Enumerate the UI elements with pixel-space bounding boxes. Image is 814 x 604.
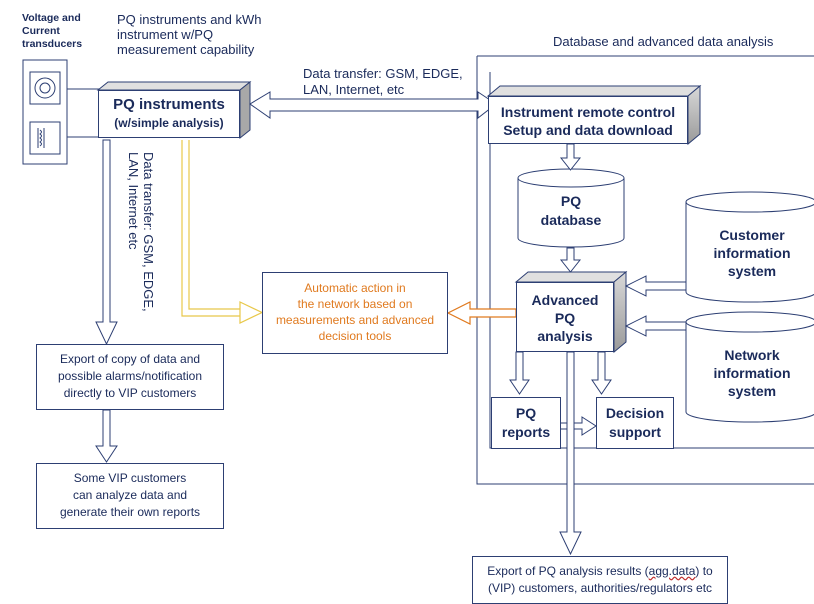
database-section-title: Database and advanced data analysis (553, 34, 774, 49)
pq-reports-line1: PQ (515, 405, 537, 421)
pq-reports-node: PQ reports (491, 397, 561, 449)
customer-info-cylinder (685, 191, 814, 303)
advanced-pq-line1: Advanced (531, 292, 599, 308)
vip-reports-node: Some VIP customers can analyze data and … (36, 463, 224, 529)
customer-info-line1: Customer (719, 227, 785, 243)
arrow-analysis-action (446, 301, 517, 325)
pq-database-line1: PQ (560, 193, 582, 209)
arrow-customer-analysis (624, 275, 687, 297)
arrow-database-analysis (559, 247, 582, 273)
remote-control-node: Instrument remote control Setup and data… (488, 96, 688, 144)
pq-reports-line2: reports (501, 424, 551, 440)
vip-reports-line1: Some VIP customers (73, 471, 187, 485)
network-info-line3: system (727, 383, 777, 399)
network-info-line2: information (713, 365, 791, 381)
decision-support-node: Decision support (596, 397, 674, 449)
arrow-network-analysis (624, 315, 687, 337)
database-section-frame (476, 55, 814, 485)
arrow-analysis-export-results (559, 351, 582, 556)
advanced-pq-node: Advanced PQ analysis (516, 282, 614, 352)
arrow-analysis-reports (509, 351, 530, 395)
vip-reports-line2: can analyze data and (72, 488, 188, 502)
automatic-action-line2: the network based on (297, 297, 413, 311)
remote-control-line2: Setup and data download (503, 122, 673, 138)
transducers-label: Voltage and Current transducers (22, 12, 83, 50)
export-vip-node: Export of copy of data and possible alar… (36, 344, 224, 410)
export-results-line1-a: Export of PQ analysis results ( (487, 564, 649, 578)
network-info-node: Network information system (688, 346, 814, 400)
remote-control-line1: Instrument remote control (500, 104, 676, 120)
network-info-line1: Network (724, 347, 780, 363)
export-results-line1: Export of PQ analysis results (agg.data)… (473, 563, 727, 580)
customer-info-line2: information (713, 245, 791, 261)
network-info-cylinder (685, 311, 814, 423)
pq-database-line2: database (540, 212, 602, 228)
arrow-instruments-action (181, 140, 264, 324)
advanced-pq-line2: PQ (554, 310, 576, 326)
decision-support-line1: Decision (605, 405, 665, 421)
arrow-remote-database (559, 143, 582, 171)
pq-instruments-caption: PQ instruments and kWh instrument w/PQ m… (117, 12, 262, 57)
export-results-line2: (VIP) customers, authorities/regulators … (487, 581, 713, 595)
customer-info-line3: system (727, 263, 777, 279)
export-vip-line2: possible alarms/notification (57, 369, 203, 383)
pq-database-node: PQ database (518, 192, 624, 230)
customer-info-node: Customer information system (688, 226, 814, 280)
pq-instruments-subtitle: (w/simple analysis) (114, 116, 224, 130)
remote-control-3d (486, 84, 702, 146)
transducer-box (22, 59, 100, 165)
automatic-action-line1: Automatic action in (304, 281, 406, 295)
export-results-node: Export of PQ analysis results (agg.data)… (472, 556, 728, 604)
advanced-pq-line3: analysis (537, 328, 593, 344)
pq-instruments-title: PQ instruments (113, 96, 225, 113)
export-results-line1-b: agg.data (648, 564, 696, 578)
automatic-action-line4: decision tools (318, 329, 392, 343)
export-results-line1-c: ) to (695, 564, 713, 578)
arrow-instruments-export (95, 139, 118, 346)
export-vip-line1: Export of copy of data and (59, 352, 201, 366)
advanced-pq-3d (514, 270, 628, 354)
automatic-action-node: Automatic action in the network based on… (262, 272, 448, 354)
pq-instruments-node: PQ instruments (w/simple analysis) (98, 90, 240, 138)
arrow-export-vipreports (95, 409, 118, 463)
data-transfer-horizontal-label: Data transfer: GSM, EDGE, LAN, Internet,… (303, 66, 463, 97)
decision-support-line2: support (608, 424, 662, 440)
vip-reports-line3: generate their own reports (59, 505, 201, 519)
arrow-reports-decision (559, 416, 597, 436)
automatic-action-line3: measurements and advanced (275, 313, 435, 327)
export-vip-line3: directly to VIP customers (63, 386, 197, 400)
arrow-analysis-decision (591, 351, 612, 395)
data-transfer-vertical-label: Data transfer: GSM, EDGE, LAN, Internet … (126, 152, 156, 312)
